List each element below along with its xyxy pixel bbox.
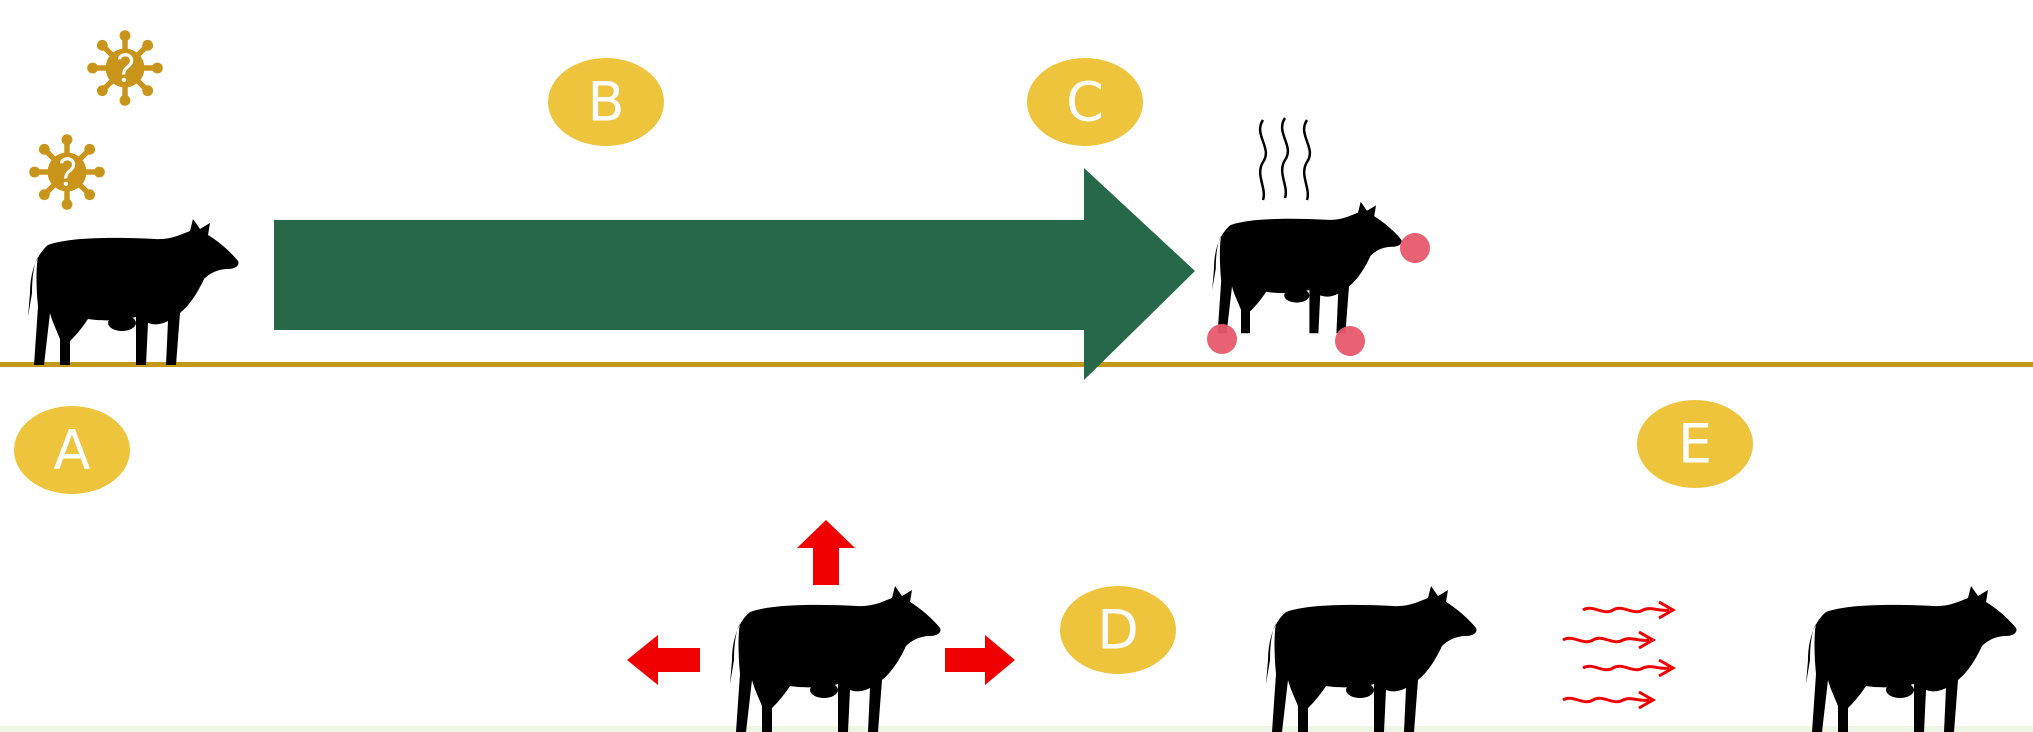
heat-waves-icon	[1258, 117, 1312, 201]
cow-icon	[1806, 586, 2017, 732]
badge-label-a: A	[54, 419, 91, 482]
spread-arrow-icon	[627, 635, 700, 685]
cow-icon	[730, 586, 941, 732]
cow-icon	[1212, 201, 1402, 334]
badge-b: B	[548, 58, 664, 146]
badge-label-e: E	[1678, 413, 1712, 476]
progression-arrow	[274, 168, 1195, 380]
lesion-dot	[1207, 233, 1430, 356]
airborne-transmission-icon	[1561, 600, 1675, 710]
badge-a: A	[14, 406, 130, 494]
virus-icon	[29, 134, 105, 210]
badge-e: E	[1637, 400, 1753, 488]
bottom-band	[0, 726, 2033, 732]
badge-label-d: D	[1097, 599, 1139, 662]
cow-icon	[28, 219, 239, 365]
virus-icon	[87, 30, 163, 106]
badge-label-c: C	[1066, 71, 1104, 134]
badge-c: C	[1027, 58, 1143, 146]
badge-d: D	[1060, 586, 1176, 674]
cow-icon	[1266, 586, 1477, 732]
spread-arrow-icon	[945, 635, 1015, 685]
badge-label-b: B	[587, 71, 624, 134]
spread-arrow-icon	[797, 520, 855, 585]
ground-line	[0, 362, 2033, 367]
